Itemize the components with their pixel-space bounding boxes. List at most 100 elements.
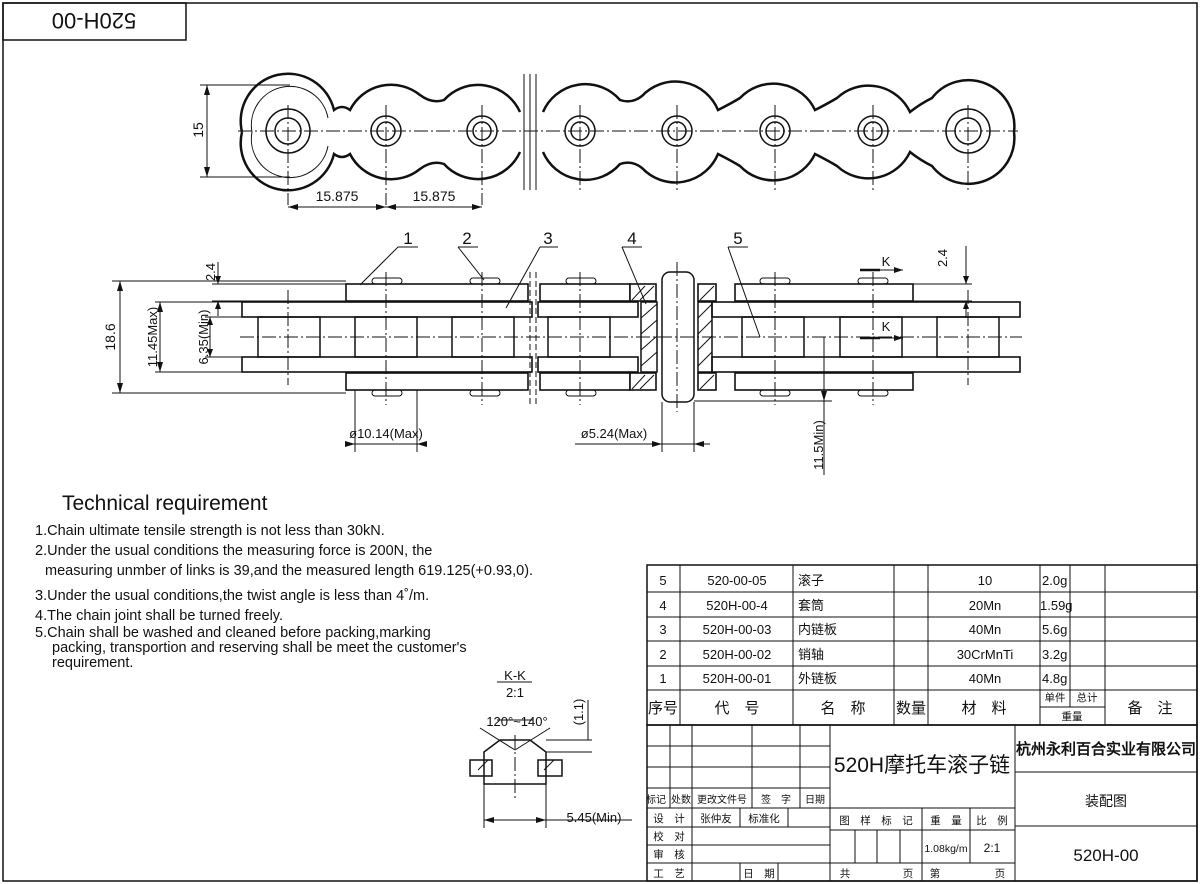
bom-cell: 4 bbox=[659, 598, 666, 613]
callout-1: 1 bbox=[403, 229, 412, 248]
bom-cell: 销轴 bbox=[798, 647, 824, 662]
title-cell: 签 字 bbox=[761, 793, 791, 806]
dim-roller-width: 6.35(Min) bbox=[196, 310, 211, 365]
section-angle: 120°~140° bbox=[486, 714, 547, 729]
requirement-line: measuring unmber of links is 39,and the … bbox=[45, 563, 533, 579]
bom-cell: 520H-00-01 bbox=[703, 671, 772, 686]
bom-header: 材 料 bbox=[961, 700, 1006, 717]
section-mark-k-top: K bbox=[882, 254, 891, 269]
requirement-line: 3.Under the usual conditions,the twist a… bbox=[35, 588, 429, 604]
bom-cell: 30CrMnTi bbox=[957, 647, 1014, 662]
bom-cell: 520H-00-02 bbox=[703, 647, 772, 662]
title-cell: 处数 bbox=[671, 793, 691, 806]
bom-cell: 40Mn bbox=[969, 622, 1002, 637]
bom-cell: 4.8g bbox=[1042, 671, 1067, 686]
callout-2: 2 bbox=[462, 229, 471, 248]
dim-height-15: 15 bbox=[190, 122, 206, 138]
bom-cell: 1 bbox=[659, 671, 666, 686]
bom-header: 重量 bbox=[1062, 710, 1084, 723]
title-cell: 页 bbox=[995, 868, 1006, 880]
bom-cell: 2.0g bbox=[1042, 573, 1067, 588]
callout-4: 4 bbox=[627, 229, 636, 248]
requirement-line: 2.Under the usual conditions the measuri… bbox=[35, 543, 432, 559]
bom-header: 数量 bbox=[896, 700, 926, 717]
bom-cell: 40Mn bbox=[969, 671, 1002, 686]
title-cell: 共 bbox=[840, 868, 851, 880]
bom-cell: 3 bbox=[659, 622, 666, 637]
title-block bbox=[646, 724, 1198, 882]
bom-table bbox=[646, 564, 1198, 726]
section-min-dim: 5.45(Min) bbox=[567, 810, 622, 825]
bom-cell: 3.2g bbox=[1042, 647, 1067, 662]
dim-height-18-6: 18.6 bbox=[102, 323, 118, 350]
dim-pin-diameter: ø5.24(Max) bbox=[581, 426, 647, 441]
dim-plate-thick-right: 2.4 bbox=[935, 249, 950, 267]
designer-name: 张仲友 bbox=[700, 812, 732, 825]
weight-value: 1.08kg/m bbox=[924, 843, 967, 855]
title-cell: 审 核 bbox=[653, 848, 685, 861]
callout-3: 3 bbox=[543, 229, 552, 248]
company-name: 杭州永利百合实业有限公司 bbox=[1016, 740, 1196, 758]
dim-plate-thick-left: 2.4 bbox=[203, 263, 218, 281]
bom-cell: 滚子 bbox=[798, 573, 824, 588]
bom-header: 单件 bbox=[1045, 692, 1066, 704]
section-ref-dim: (1.1) bbox=[571, 699, 586, 726]
title-cell: 重 量 bbox=[930, 814, 962, 827]
title-cell: 图 样 标 记 bbox=[839, 814, 913, 827]
requirement-line: requirement. bbox=[52, 655, 133, 671]
scale-value: 2:1 bbox=[984, 841, 1001, 855]
top-number-box bbox=[2, 2, 187, 41]
section-kk-view bbox=[469, 681, 632, 828]
dim-pitch-2: 15.875 bbox=[413, 188, 456, 204]
bom-header: 代 号 bbox=[714, 700, 759, 717]
chain-side-view bbox=[112, 246, 1022, 475]
title-cell: 工 艺 bbox=[653, 868, 685, 880]
bom-cell: 5 bbox=[659, 573, 666, 588]
title-cell: 更改文件号 bbox=[697, 793, 747, 806]
bom-cell: 10 bbox=[978, 573, 992, 588]
bom-cell: 外链板 bbox=[798, 671, 837, 686]
bom-cell: 内链板 bbox=[798, 622, 837, 637]
bom-header: 备 注 bbox=[1127, 700, 1172, 717]
section-title: K-K bbox=[504, 668, 526, 683]
title-cell: 比 例 bbox=[976, 814, 1008, 827]
requirement-line: 1.Chain ultimate tensile strength is not… bbox=[35, 523, 385, 539]
bom-header: 名 称 bbox=[820, 700, 865, 717]
title-cell: 设 计 bbox=[653, 812, 685, 825]
dim-pin-length: 11.5Min) bbox=[811, 420, 826, 470]
bom-header: 总计 bbox=[1077, 691, 1099, 704]
bom-cell: 1.59g bbox=[1040, 598, 1073, 613]
section-mark-k-bottom: K bbox=[882, 319, 891, 334]
title-cell: 校 对 bbox=[653, 830, 685, 843]
bom-cell: 套筒 bbox=[798, 598, 824, 613]
bom-cell: 2 bbox=[659, 647, 666, 662]
title-cell: 日 期 bbox=[743, 868, 775, 880]
bom-cell: 5.6g bbox=[1042, 622, 1067, 637]
bom-cell: 520-00-05 bbox=[707, 573, 766, 588]
bom-cell: 20Mn bbox=[969, 598, 1002, 613]
section-scale: 2:1 bbox=[506, 685, 524, 700]
bom-cell: 520H-00-4 bbox=[706, 598, 767, 613]
requirement-line: packing, transportion and reserving shal… bbox=[52, 640, 467, 656]
title-cell: 日期 bbox=[805, 794, 825, 806]
title-cell: 第 bbox=[930, 867, 941, 880]
document-type: 装配图 bbox=[1085, 793, 1127, 809]
dim-pitch-1: 15.875 bbox=[316, 188, 359, 204]
dim-inner-width: 11.45Max) bbox=[145, 307, 160, 367]
title-cell: 标准化 bbox=[748, 812, 780, 825]
requirement-line: 4.The chain joint shall be turned freely… bbox=[35, 608, 283, 624]
dim-roller-diameter: ø10.14(Max) bbox=[349, 426, 423, 441]
top-drawing-number: 520H-00 bbox=[52, 8, 136, 33]
title-cell: 标记 bbox=[646, 794, 666, 806]
bom-cell: 520H-00-03 bbox=[703, 622, 772, 637]
drawing-number: 520H-00 bbox=[1073, 846, 1138, 865]
product-name: 520H摩托车滚子链 bbox=[834, 754, 1010, 777]
callout-5: 5 bbox=[733, 229, 742, 248]
requirements-heading: Technical requirement bbox=[62, 492, 268, 515]
requirement-line: 5.Chain shall be washed and cleaned befo… bbox=[35, 625, 431, 641]
chain-top-view bbox=[200, 72, 1018, 210]
bom-header: 序号 bbox=[648, 700, 678, 717]
title-cell: 页 bbox=[903, 868, 914, 880]
